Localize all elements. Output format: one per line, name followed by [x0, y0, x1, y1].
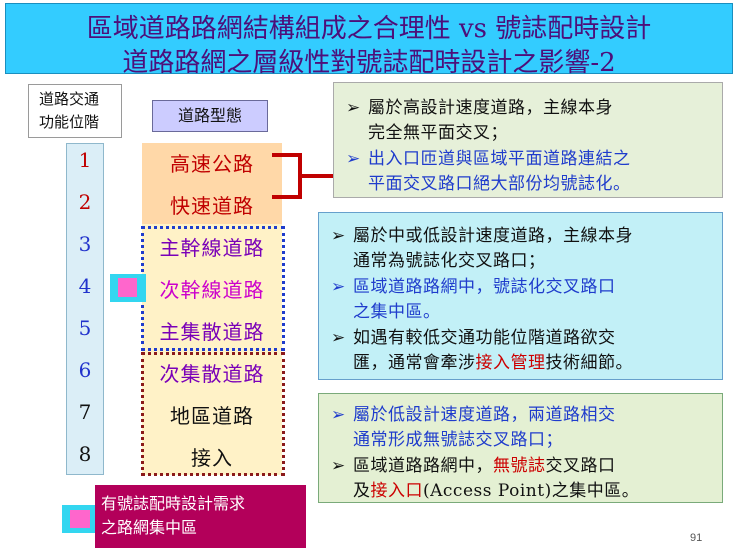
- level-number: 5: [78, 316, 92, 340]
- bullet-item: ➢出入口匝道與區域平面道路連結之: [346, 149, 631, 169]
- level-number: 1: [78, 148, 92, 172]
- arterial-group-background: [142, 224, 282, 353]
- level-label-line2: 功能位階: [39, 113, 100, 131]
- page-title: 區域道路路網結構組成之合理性 vs 號誌配時設計: [86, 14, 652, 44]
- bullet-item: ➢屬於中或低設計速度道路，主線本身: [331, 226, 633, 246]
- road-type-item: 接入: [191, 446, 233, 470]
- freeway-description-box: ➢屬於高設計速度道路，主線本身 完全無平面交叉； ➢出入口匝道與區域平面道路連結…: [333, 82, 723, 198]
- bracket-connector-icon: [272, 153, 336, 199]
- level-number: 7: [78, 400, 92, 424]
- bullet-item: ➢屬於低設計速度道路，兩道路相交: [331, 405, 616, 425]
- arterial-description-box: ➢屬於中或低設計速度道路，主線本身 通常為號誌化交叉路口； ➢區域道路路網中，號…: [318, 212, 723, 380]
- legend-line1: 有號誌配時設計需求: [101, 494, 246, 513]
- unsignalized-highlight: 無號誌: [493, 456, 546, 476]
- access-point-highlight: 接入口: [370, 481, 423, 501]
- bullet-item-continuation: 通常為號誌化交叉路口；: [353, 251, 546, 271]
- arrow-bullet-icon: ➢: [346, 149, 361, 169]
- title-banner: 區域道路路網結構組成之合理性 vs 號誌配時設計 道路路網之層級性對號誌配時設計…: [5, 3, 733, 78]
- arrow-bullet-icon: ➢: [346, 98, 361, 118]
- road-type-item: 主集散道路: [159, 320, 265, 344]
- level-number-column: 1 2 3 4 5 6 7 8: [66, 143, 104, 475]
- freeway-group-background: [142, 143, 282, 224]
- unsignalized-group-outline: [141, 352, 285, 476]
- bullet-item: ➢區域道路路網中，號誌化交叉路口: [331, 277, 616, 297]
- level-number: 4: [78, 274, 92, 298]
- road-type-item: 次集散道路: [159, 362, 265, 386]
- level-number: 2: [78, 190, 92, 214]
- arrow-bullet-icon: ➢: [331, 277, 346, 297]
- level-number: 6: [78, 358, 92, 382]
- legend-line2: 之路網集中區: [101, 518, 198, 537]
- bullet-item-continuation: 及接入口(Access Point)之集中區。: [353, 481, 640, 501]
- bullet-item-continuation: 之集中區。: [353, 302, 441, 322]
- bullet-item-continuation: 匯，通常會牽涉接入管理技術細節。: [353, 353, 633, 373]
- page-number: 91: [690, 532, 703, 544]
- bullet-item: ➢屬於高設計速度道路，主線本身: [346, 98, 613, 118]
- level-column-label: 道路交通 功能位階: [28, 84, 122, 138]
- arrow-bullet-icon: ➢: [331, 328, 346, 348]
- level-number: 8: [78, 442, 92, 466]
- signalized-group-outline: [141, 226, 285, 351]
- access-management-highlight: 接入管理: [475, 353, 546, 373]
- road-type-item: 快速道路: [170, 194, 254, 218]
- legend-swatch-inner: [70, 510, 90, 528]
- level-label-line1: 道路交通: [39, 90, 100, 108]
- local-road-description-box: ➢屬於低設計速度道路，兩道路相交 通常形成無號誌交叉路口； ➢區域道路路網中，無…: [318, 393, 723, 503]
- road-type-item: 主幹線道路: [159, 236, 265, 260]
- road-type-item: 高速公路: [170, 152, 254, 176]
- road-type-column-label: 道路型態: [152, 100, 268, 132]
- bullet-item: ➢如遇有較低交通功能位階道路欲交: [331, 328, 616, 348]
- arrow-bullet-icon: ➢: [331, 456, 346, 476]
- level-number: 3: [78, 232, 92, 256]
- bullet-item-continuation: 平面交叉路口絕大部份均號誌化。: [368, 174, 631, 194]
- legend-box: 有號誌配時設計需求 之路網集中區: [95, 485, 306, 548]
- bullet-item-continuation: 通常形成無號誌交叉路口；: [353, 430, 563, 450]
- bullet-item: ➢區域道路路網中，無號誌交叉路口: [331, 456, 616, 476]
- arrow-bullet-icon: ➢: [331, 226, 346, 246]
- page-subtitle: 道路路網之層級性對號誌配時設計之影響-2: [122, 48, 616, 78]
- road-type-item: 地區道路: [170, 404, 254, 428]
- bullet-item-continuation: 完全無平面交叉；: [368, 123, 508, 143]
- road-type-item: 次幹線道路: [159, 278, 265, 302]
- arrow-bullet-icon: ➢: [331, 405, 346, 425]
- signal-concentration-marker-inner: [118, 278, 137, 297]
